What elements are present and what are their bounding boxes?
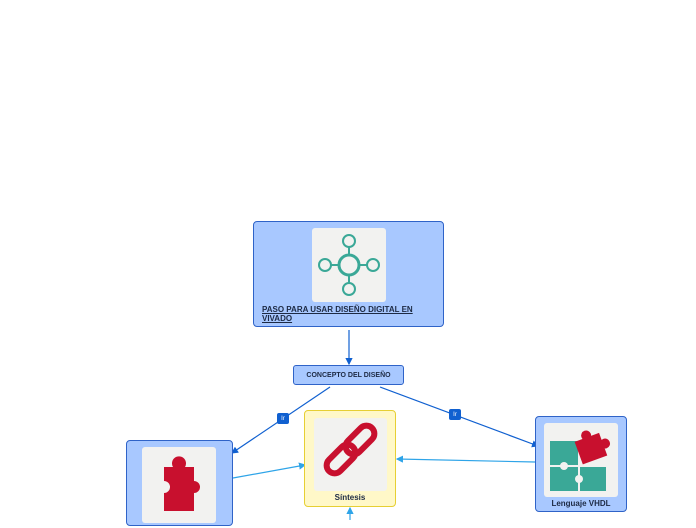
puzzle-piece-icon — [164, 456, 200, 511]
link-badge-right[interactable]: Ir — [449, 409, 461, 420]
network-icon — [318, 234, 380, 296]
edge-vhdl-to-sintesis — [395, 455, 536, 463]
left-node[interactable] — [126, 440, 233, 526]
puzzle-pieces-icon — [550, 430, 611, 491]
vhdl-title: Lenguaje VHDL — [551, 499, 611, 508]
main-topic-node[interactable]: PASO PARA USAR DISEÑO DIGITAL EN VIVADO — [253, 221, 444, 327]
main-node-image — [312, 228, 386, 302]
main-topic-title: PASO PARA USAR DISEÑO DIGITAL EN VIVADO — [262, 305, 413, 323]
vhdl-node[interactable]: Lenguaje VHDL — [535, 416, 627, 512]
left-node-image — [142, 447, 216, 523]
edge-left-to-sintesis — [232, 462, 307, 479]
sintesis-title: Síntesis — [334, 493, 366, 502]
sintesis-node[interactable]: Síntesis — [304, 410, 396, 507]
link-badge-left[interactable]: Ir — [277, 413, 289, 424]
concept-node[interactable]: CONCEPTO DEL DISEÑO — [293, 365, 404, 385]
vhdl-node-image — [544, 423, 618, 497]
chain-link-icon — [323, 422, 378, 477]
sintesis-node-image — [314, 418, 387, 491]
